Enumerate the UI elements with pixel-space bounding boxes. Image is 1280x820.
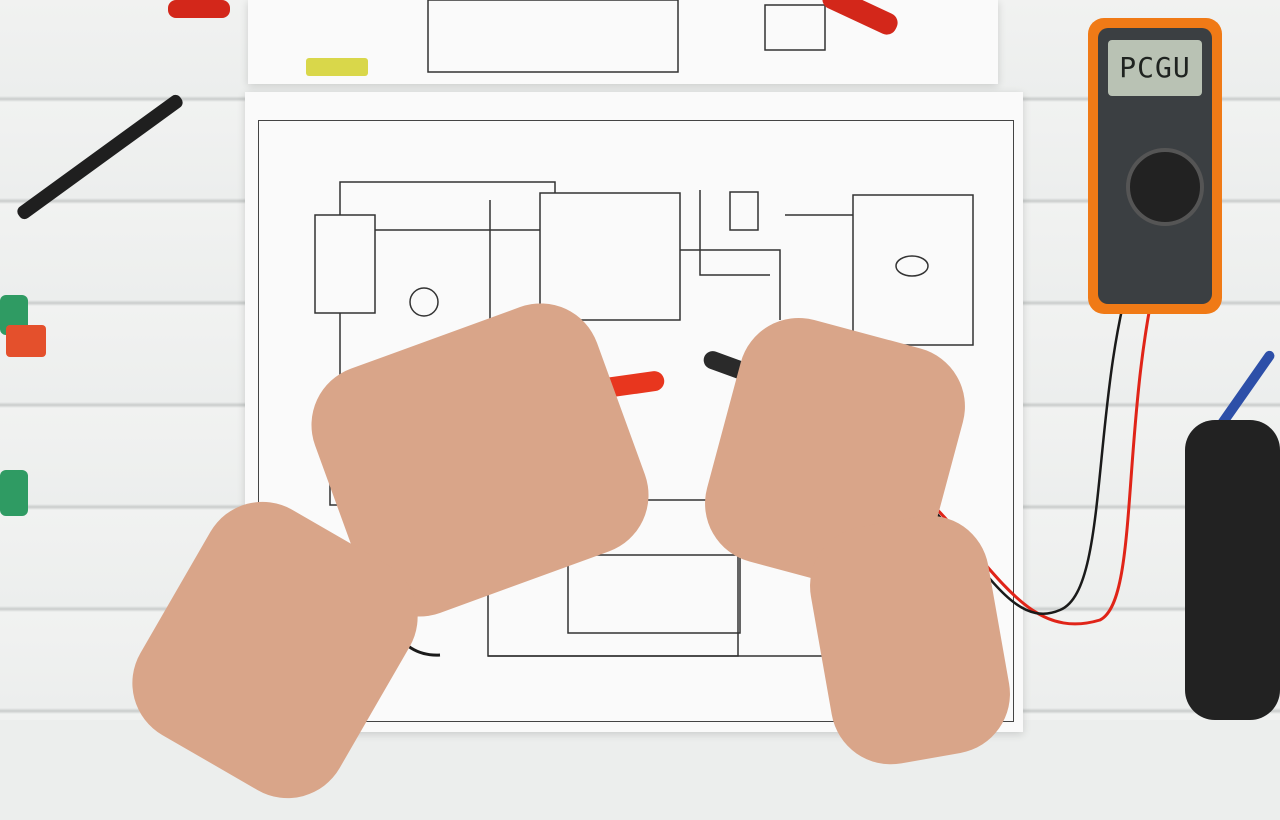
multimeter-display: PCGU (1108, 40, 1202, 96)
multimeter: PCGU (1088, 18, 1222, 314)
multimeter-dial (1126, 148, 1204, 226)
scene-description: Overhead photo of hands using multimeter… (0, 0, 1, 1)
